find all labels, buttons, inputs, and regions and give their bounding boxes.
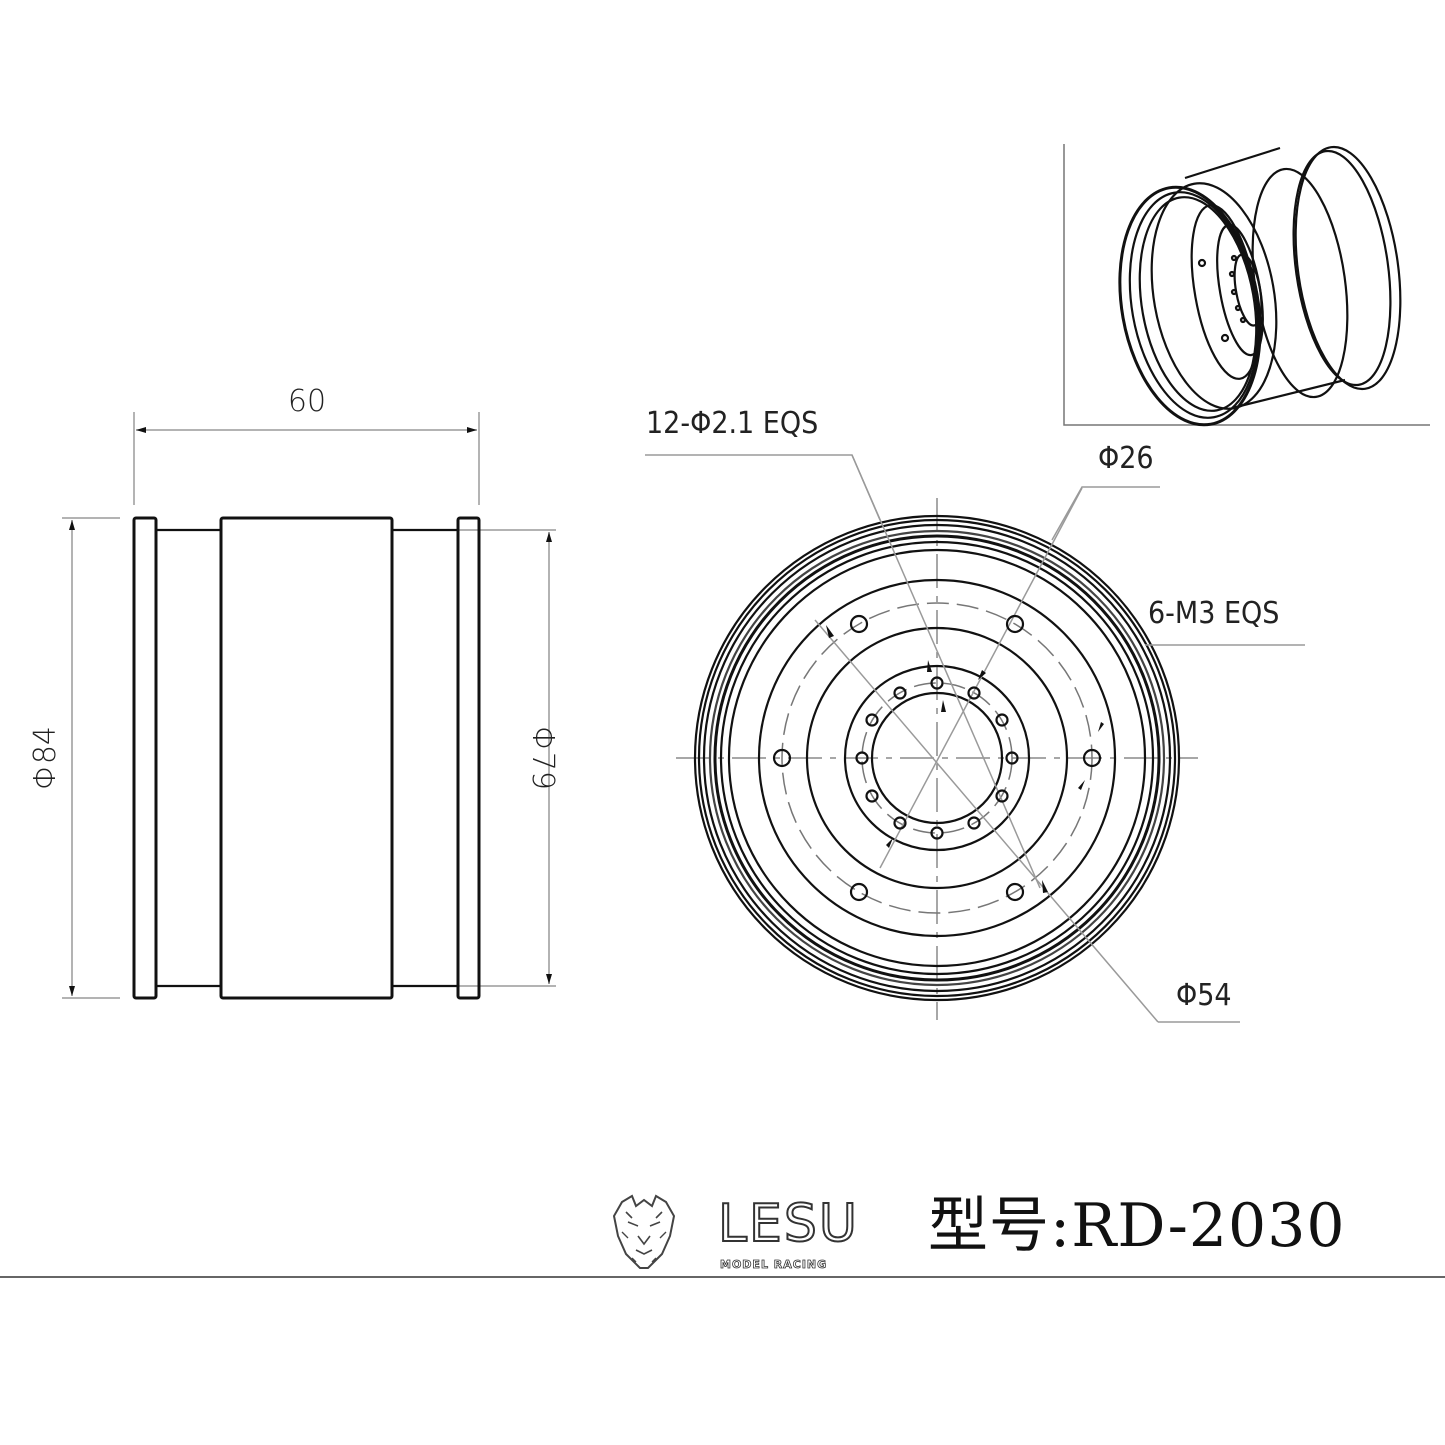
outer-diameter-dimension: Φ84 <box>28 726 63 790</box>
side-view <box>62 412 556 1000</box>
small-holes <box>855 676 1019 840</box>
brand-name: LESU <box>717 1194 859 1254</box>
model-number: 型号:RD-2030 <box>928 1191 1346 1261</box>
inner-diameter-dimension: Φ79 <box>525 726 560 790</box>
lion-logo-icon <box>612 1194 676 1269</box>
small-holes-callout: 12-Φ2.1 EQS <box>646 406 818 441</box>
bolt-holes <box>772 614 1102 902</box>
bolt-holes-callout: 6-M3 EQS <box>1148 596 1279 631</box>
front-view <box>645 454 1305 1023</box>
inner-pcd-callout: Φ26 <box>1098 441 1154 476</box>
outer-pcd-callout: Φ54 <box>1176 978 1232 1013</box>
width-dimension: 60 <box>288 384 326 419</box>
brand-tagline: MODEL RACING <box>720 1258 828 1272</box>
footer-divider <box>0 1276 1445 1278</box>
iso-view <box>1063 144 1430 427</box>
